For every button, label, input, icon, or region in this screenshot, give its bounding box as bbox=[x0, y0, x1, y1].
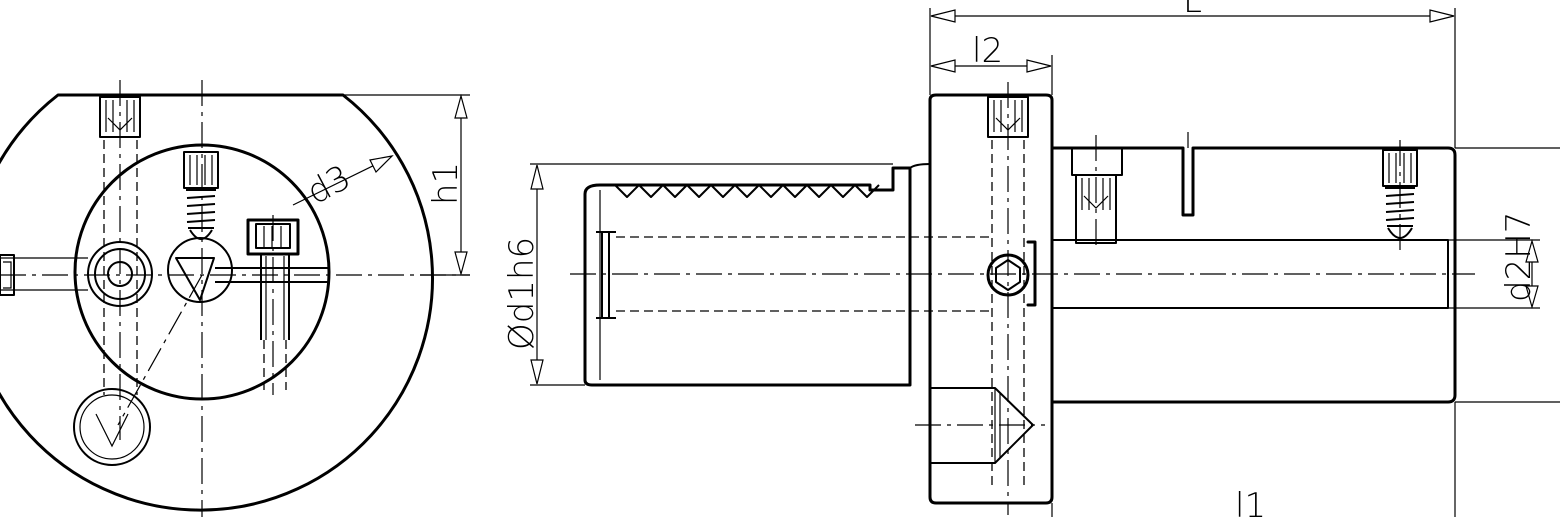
label-d2: d2H7 bbox=[1499, 212, 1539, 302]
dimension-l2: l2 bbox=[930, 31, 1053, 95]
end-view-cap-screw bbox=[246, 215, 300, 395]
dimension-l1: l1 bbox=[1051, 402, 1456, 517]
end-view: h1 d3 bbox=[0, 80, 470, 517]
label-l1: l1 bbox=[1235, 486, 1266, 517]
side-view-body bbox=[1050, 132, 1457, 404]
label-h1: h1 bbox=[426, 162, 466, 205]
end-view-ball bbox=[167, 237, 233, 303]
dimension-h1: h1 bbox=[343, 93, 470, 277]
end-view-top-screw bbox=[99, 80, 141, 440]
end-view-spring-pin bbox=[183, 151, 219, 240]
end-view-radial-centerline bbox=[117, 274, 203, 426]
side-view: L l2 l1 Ød1h6 bbox=[502, 0, 1560, 517]
label-l2: l2 bbox=[972, 31, 1003, 71]
end-view-bottom-screw-head bbox=[73, 388, 151, 466]
dimension-d2: d2H7 bbox=[1448, 147, 1560, 403]
end-view-slot bbox=[215, 267, 328, 283]
side-view-serrated-shank bbox=[583, 163, 990, 387]
dimension-L: L bbox=[929, 0, 1456, 148]
end-view-outer-contour bbox=[0, 93, 434, 512]
end-view-central-bore bbox=[0, 241, 153, 307]
label-d1: Ød1h6 bbox=[502, 237, 542, 350]
side-view-flange bbox=[915, 82, 1054, 515]
label-L: L bbox=[1183, 0, 1202, 21]
dimension-d1: Ød1h6 bbox=[502, 163, 893, 386]
